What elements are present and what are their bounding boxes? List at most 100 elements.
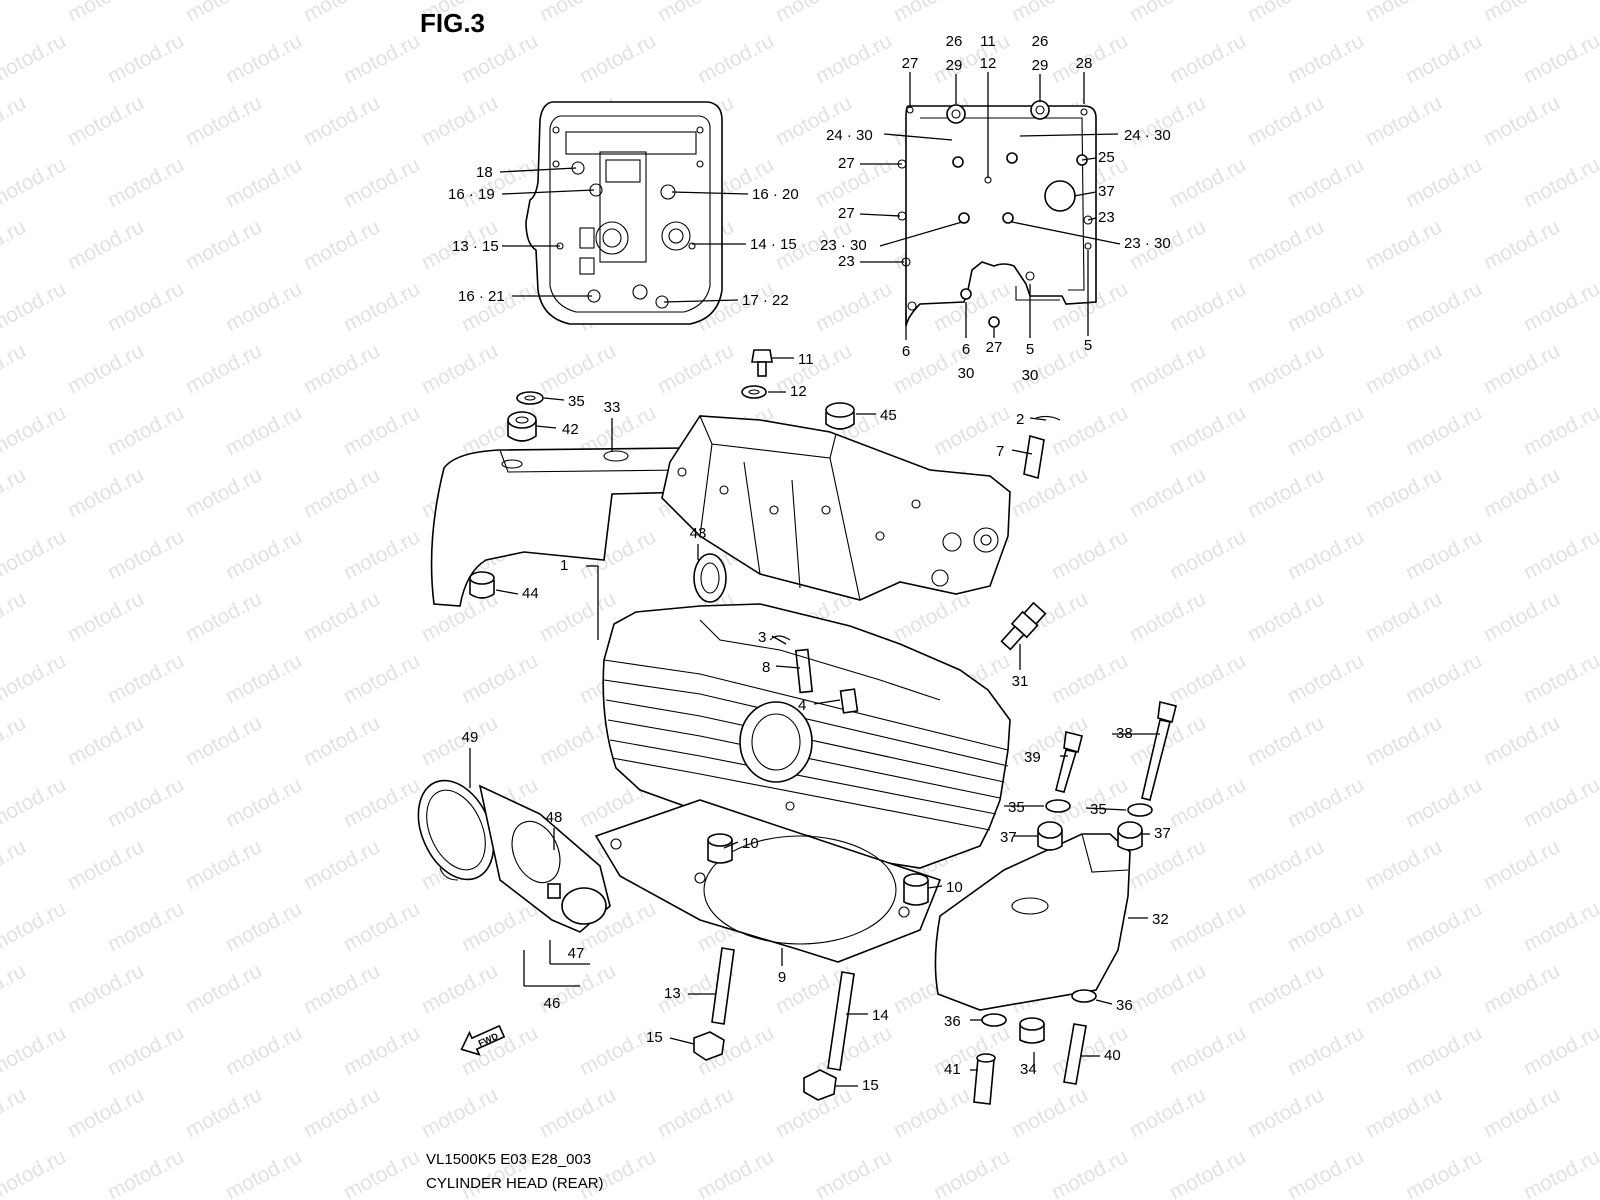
watermark-text: motod.ru xyxy=(458,649,542,708)
watermark-text: motod.ru xyxy=(182,0,266,26)
watermark-text: motod.ru xyxy=(182,463,266,522)
watermark-text: motod.ru xyxy=(1166,1021,1250,1080)
callout-label-c12: 12 xyxy=(790,383,807,400)
washer-35c xyxy=(1127,803,1153,817)
watermark-text: motod.ru xyxy=(1480,215,1564,274)
cover-top-inset xyxy=(897,100,1097,328)
watermark-text: motod.ru xyxy=(340,649,424,708)
watermark-text: motod.ru xyxy=(182,587,266,646)
watermark-text: motod.ru xyxy=(1166,649,1250,708)
callout-label-c37b: 37 xyxy=(1154,825,1171,842)
watermark-text: motod.ru xyxy=(812,1145,896,1200)
leader-line xyxy=(499,167,577,173)
leader-line xyxy=(1019,133,1119,137)
callout-label-c27c: 27 xyxy=(838,205,855,222)
watermark-text: motod.ru xyxy=(1284,897,1368,956)
side-cover-32 xyxy=(934,833,1131,1011)
watermark-text: motod.ru xyxy=(0,91,30,150)
callout-label-c40: 40 xyxy=(1104,1047,1121,1064)
watermark-text: motod.ru xyxy=(64,1083,148,1142)
callout-label-c1722: 17 · 22 xyxy=(742,292,789,309)
callout-label-c23a: 23 xyxy=(1098,209,1115,226)
watermark-text: motod.ru xyxy=(1244,711,1328,770)
watermark-text: motod.ru xyxy=(1520,1145,1600,1200)
watermark-text: motod.ru xyxy=(536,1083,620,1142)
callout-label-c47: 47 xyxy=(568,945,585,962)
watermark-text: motod.ru xyxy=(1402,29,1486,88)
callout-label-c5b: 5 xyxy=(1084,337,1092,354)
watermark-text: motod.ru xyxy=(1480,711,1564,770)
watermark-text: motod.ru xyxy=(1126,959,1210,1018)
callout-label-c37a: 37 xyxy=(1000,829,1017,846)
leader-line xyxy=(1011,449,1033,455)
callout-label-c33: 33 xyxy=(604,399,621,416)
watermark-text: motod.ru xyxy=(1244,835,1328,894)
watermark-text: motod.ru xyxy=(1244,463,1328,522)
watermark-text: motod.ru xyxy=(1362,339,1446,398)
callout-label-c2330b: 23 · 30 xyxy=(1124,235,1171,252)
caption-code: VL1500K5 E03 E28_003 xyxy=(426,1151,591,1168)
watermark-text: motod.ru xyxy=(104,1021,188,1080)
watermark-text: motod.ru xyxy=(1480,587,1564,646)
callout-label-c29a: 29 xyxy=(946,57,963,74)
callout-label-c14: 14 xyxy=(872,1007,889,1024)
seal-43 xyxy=(693,553,727,603)
watermark-text: motod.ru xyxy=(0,0,30,26)
callout-label-c2330a: 23 · 30 xyxy=(820,237,867,254)
watermark-text: motod.ru xyxy=(300,215,384,274)
leader-line xyxy=(879,221,963,247)
watermark-text: motod.ru xyxy=(340,773,424,832)
watermark-text: motod.ru xyxy=(1166,401,1250,460)
leader-line xyxy=(771,635,787,645)
watermark-text: motod.ru xyxy=(64,835,148,894)
cam-housing xyxy=(661,415,1011,601)
watermark-text: motod.ru xyxy=(1166,153,1250,212)
watermark-text: motod.ru xyxy=(1244,215,1328,274)
watermark-text: motod.ru xyxy=(104,153,188,212)
callout-label-c38: 38 xyxy=(1116,725,1133,742)
bolt-11 xyxy=(751,349,773,377)
watermark-text: motod.ru xyxy=(1480,463,1564,522)
watermark-text: motod.ru xyxy=(300,91,384,150)
watermark-text: motod.ru xyxy=(300,1083,384,1142)
dowel-10b xyxy=(903,873,929,906)
watermark-text: motod.ru xyxy=(1244,1083,1328,1142)
watermark-text: motod.ru xyxy=(182,339,266,398)
watermark-text: motod.ru xyxy=(1284,401,1368,460)
leader-line xyxy=(1081,157,1097,161)
leader-line xyxy=(501,189,595,195)
watermark-text: motod.ru xyxy=(0,649,70,708)
callout-label-c30a: 30 xyxy=(958,365,975,382)
watermark-text: motod.ru xyxy=(1284,277,1368,336)
watermark-text: motod.ru xyxy=(1362,835,1446,894)
callout-label-c31: 31 xyxy=(1012,673,1029,690)
callout-label-c41: 41 xyxy=(944,1061,961,1078)
leader-line xyxy=(883,133,953,141)
watermark-text: motod.ru xyxy=(1362,587,1446,646)
leader-line xyxy=(859,213,901,217)
callout-label-c35a: 35 xyxy=(568,393,585,410)
callout-label-c11t: 11 xyxy=(980,33,996,50)
callout-label-c35c: 35 xyxy=(1090,801,1107,818)
watermark-text: motod.ru xyxy=(1008,463,1092,522)
callout-label-c34: 34 xyxy=(1020,1061,1037,1078)
callout-label-c44: 44 xyxy=(522,585,539,602)
watermark-text: motod.ru xyxy=(0,401,70,460)
watermark-text: motod.ru xyxy=(0,711,30,770)
watermark-text: motod.ru xyxy=(1048,1145,1132,1200)
watermark-text: motod.ru xyxy=(930,29,1014,88)
watermark-text: motod.ru xyxy=(930,1021,1014,1080)
watermark-text: motod.ru xyxy=(536,587,620,646)
callout-label-c6b: 6 xyxy=(962,341,970,358)
watermark-text: motod.ru xyxy=(104,649,188,708)
watermark-text: motod.ru xyxy=(1126,0,1210,26)
nut-15a xyxy=(693,1031,725,1061)
watermark-text: motod.ru xyxy=(1480,1083,1564,1142)
watermark-text: motod.ru xyxy=(104,29,188,88)
watermark-text: motod.ru xyxy=(812,29,896,88)
watermark-text: motod.ru xyxy=(654,1083,738,1142)
watermark-text: motod.ru xyxy=(654,339,738,398)
watermark-text: motod.ru xyxy=(1166,1145,1250,1200)
watermark-text: motod.ru xyxy=(1402,525,1486,584)
